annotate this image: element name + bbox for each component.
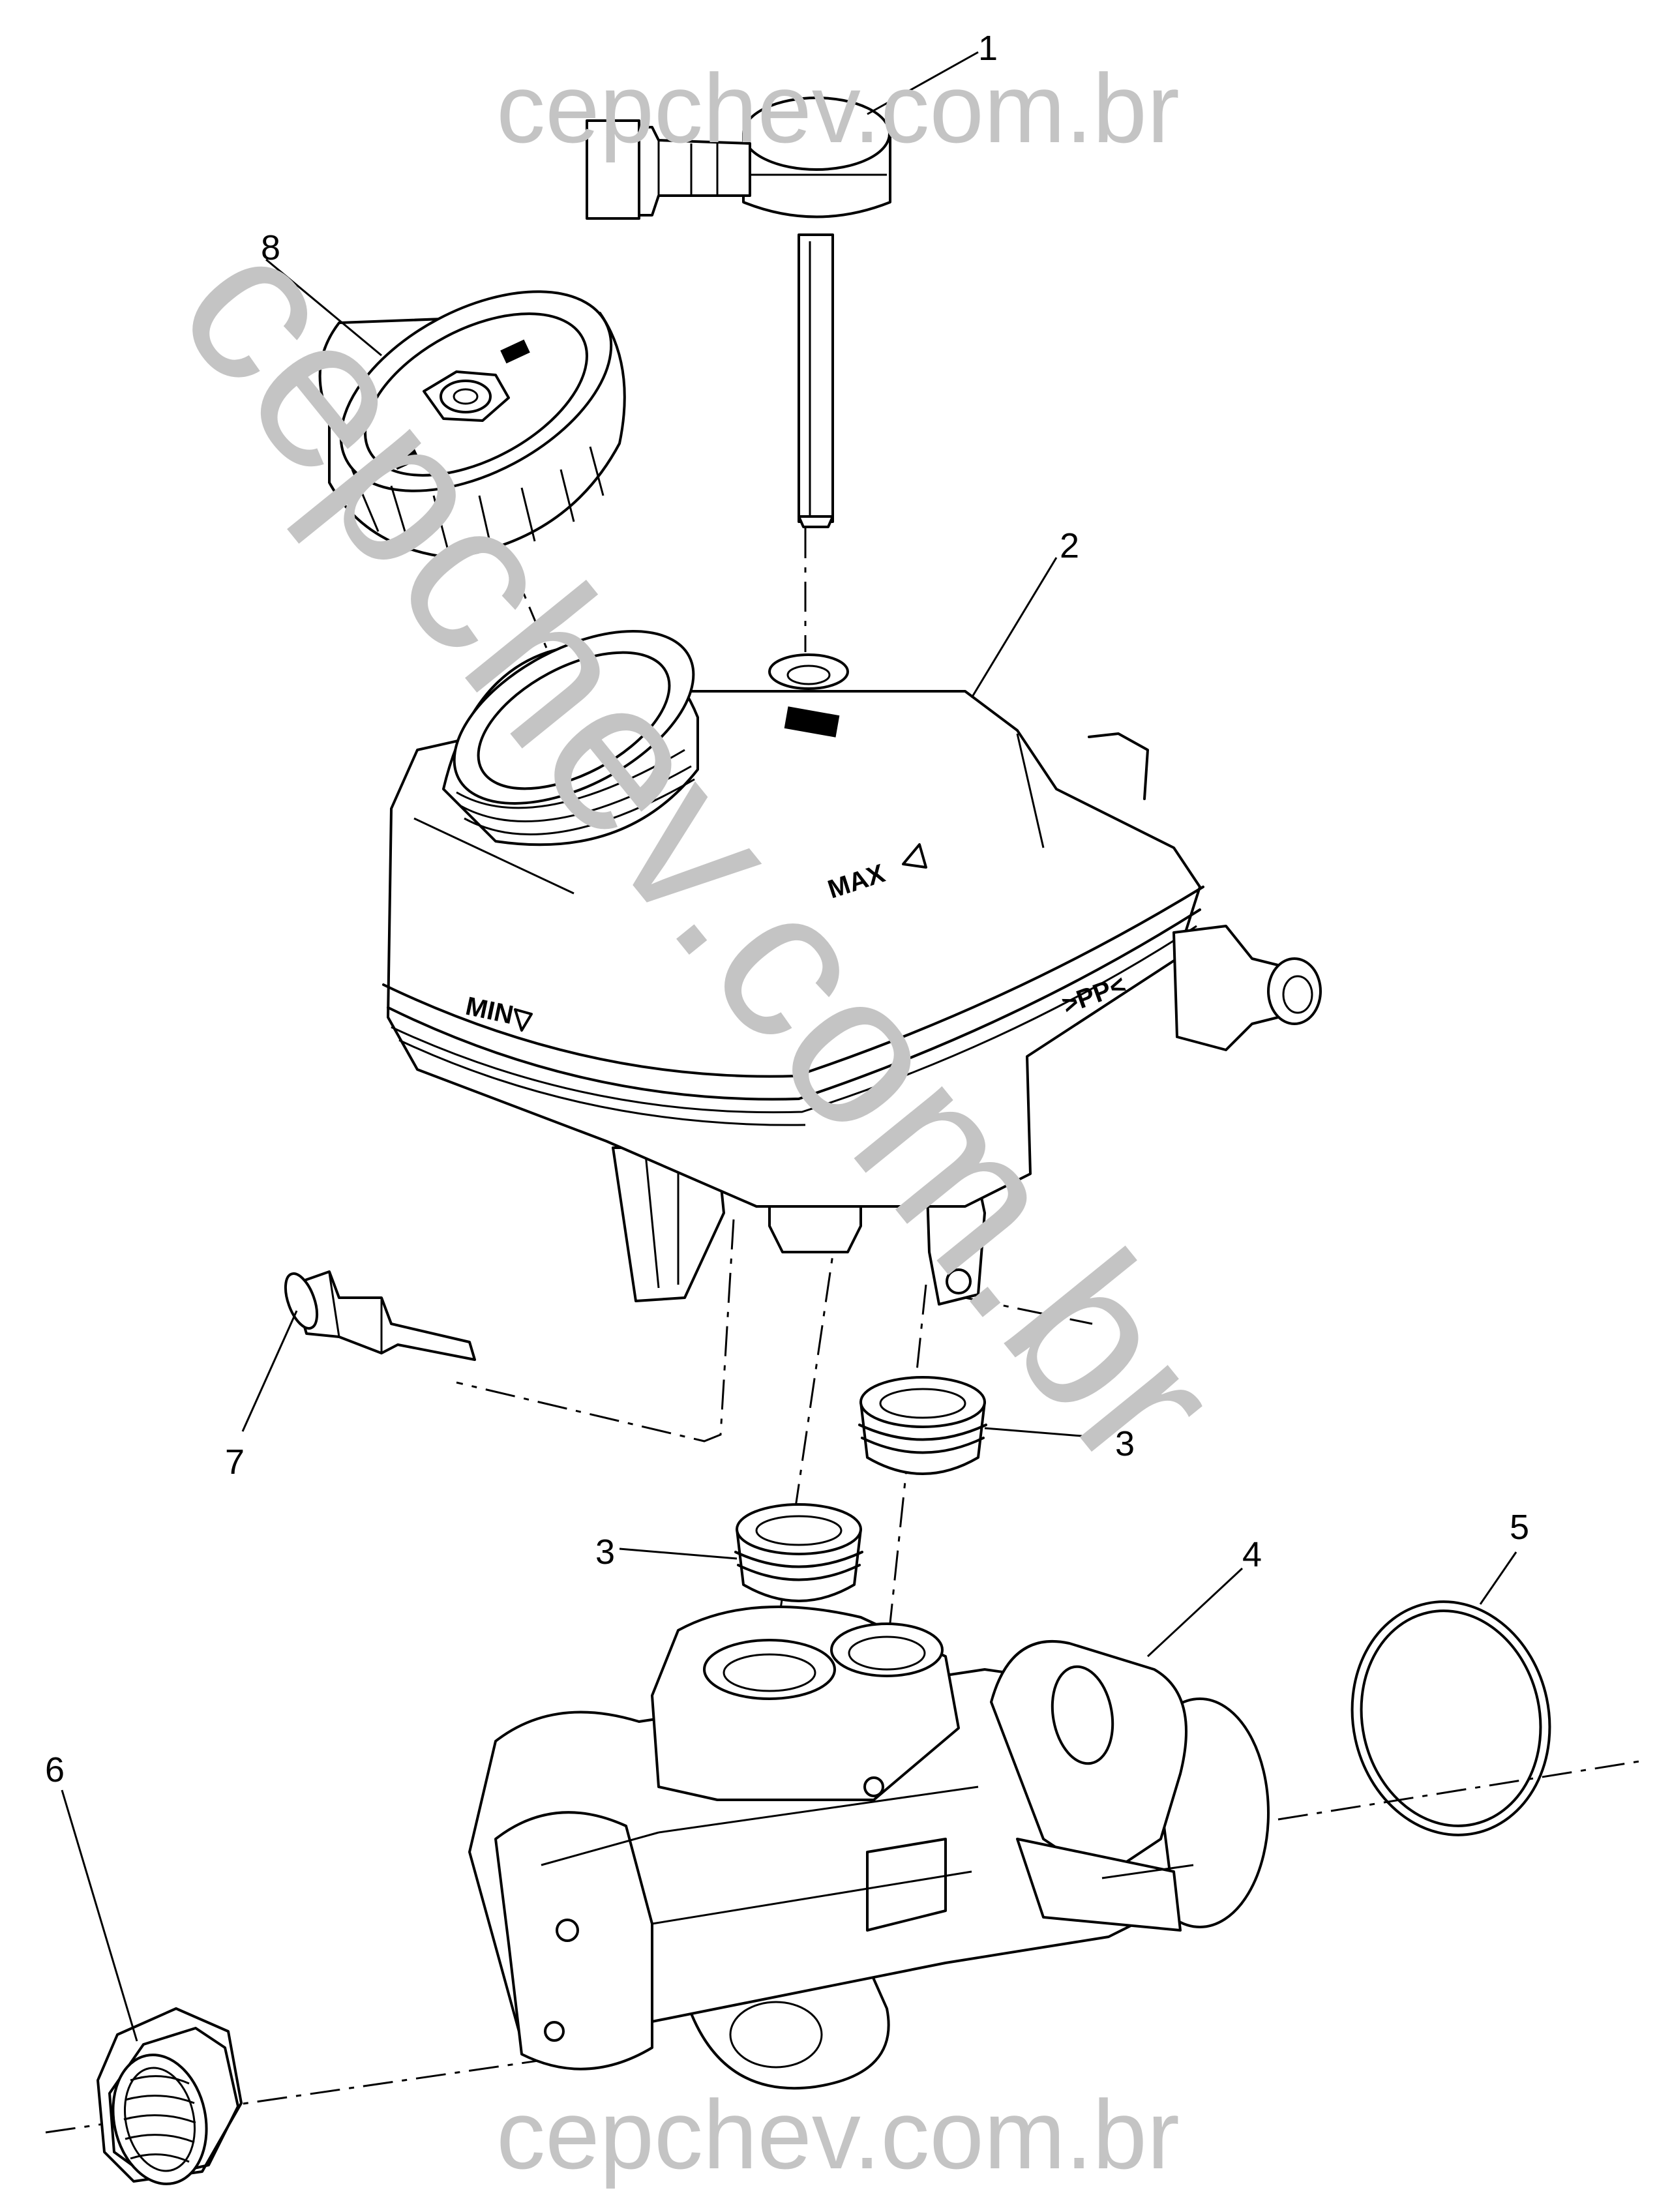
leader-lines	[61, 51, 1517, 2042]
watermark-top: cepchev.com.br	[496, 53, 1180, 163]
callout-5: 5	[1510, 1508, 1529, 1547]
callout-2: 2	[1060, 526, 1079, 565]
min-arrow-icon	[514, 1008, 533, 1032]
fluid-level-sensor	[586, 97, 891, 528]
callout-4: 4	[1242, 1535, 1262, 1574]
max-arrow-icon	[902, 843, 927, 869]
callout-1: 1	[978, 29, 998, 68]
o-ring-seal	[1351, 1600, 1551, 1836]
hex-nut	[97, 2007, 243, 2185]
callout-3-upper: 3	[1115, 1424, 1135, 1463]
watermark-bottom: cepchev.com.br	[496, 2080, 1180, 2189]
callout-7: 7	[225, 1442, 245, 1482]
callout-3-lower: 3	[595, 1532, 615, 1572]
callout-6: 6	[45, 1750, 65, 1789]
reservoir-cap	[318, 290, 626, 559]
fluid-reservoir: MAX MIN >PP<	[382, 630, 1322, 1306]
callout-numbers: 1 2 3 3 4 5 6 7 8	[45, 29, 1529, 1789]
master-cylinder	[468, 1606, 1270, 2090]
retaining-pin	[284, 1270, 476, 1361]
grommet-lower	[734, 1503, 863, 1602]
callout-8: 8	[261, 228, 280, 267]
grommet-upper	[858, 1376, 987, 1475]
